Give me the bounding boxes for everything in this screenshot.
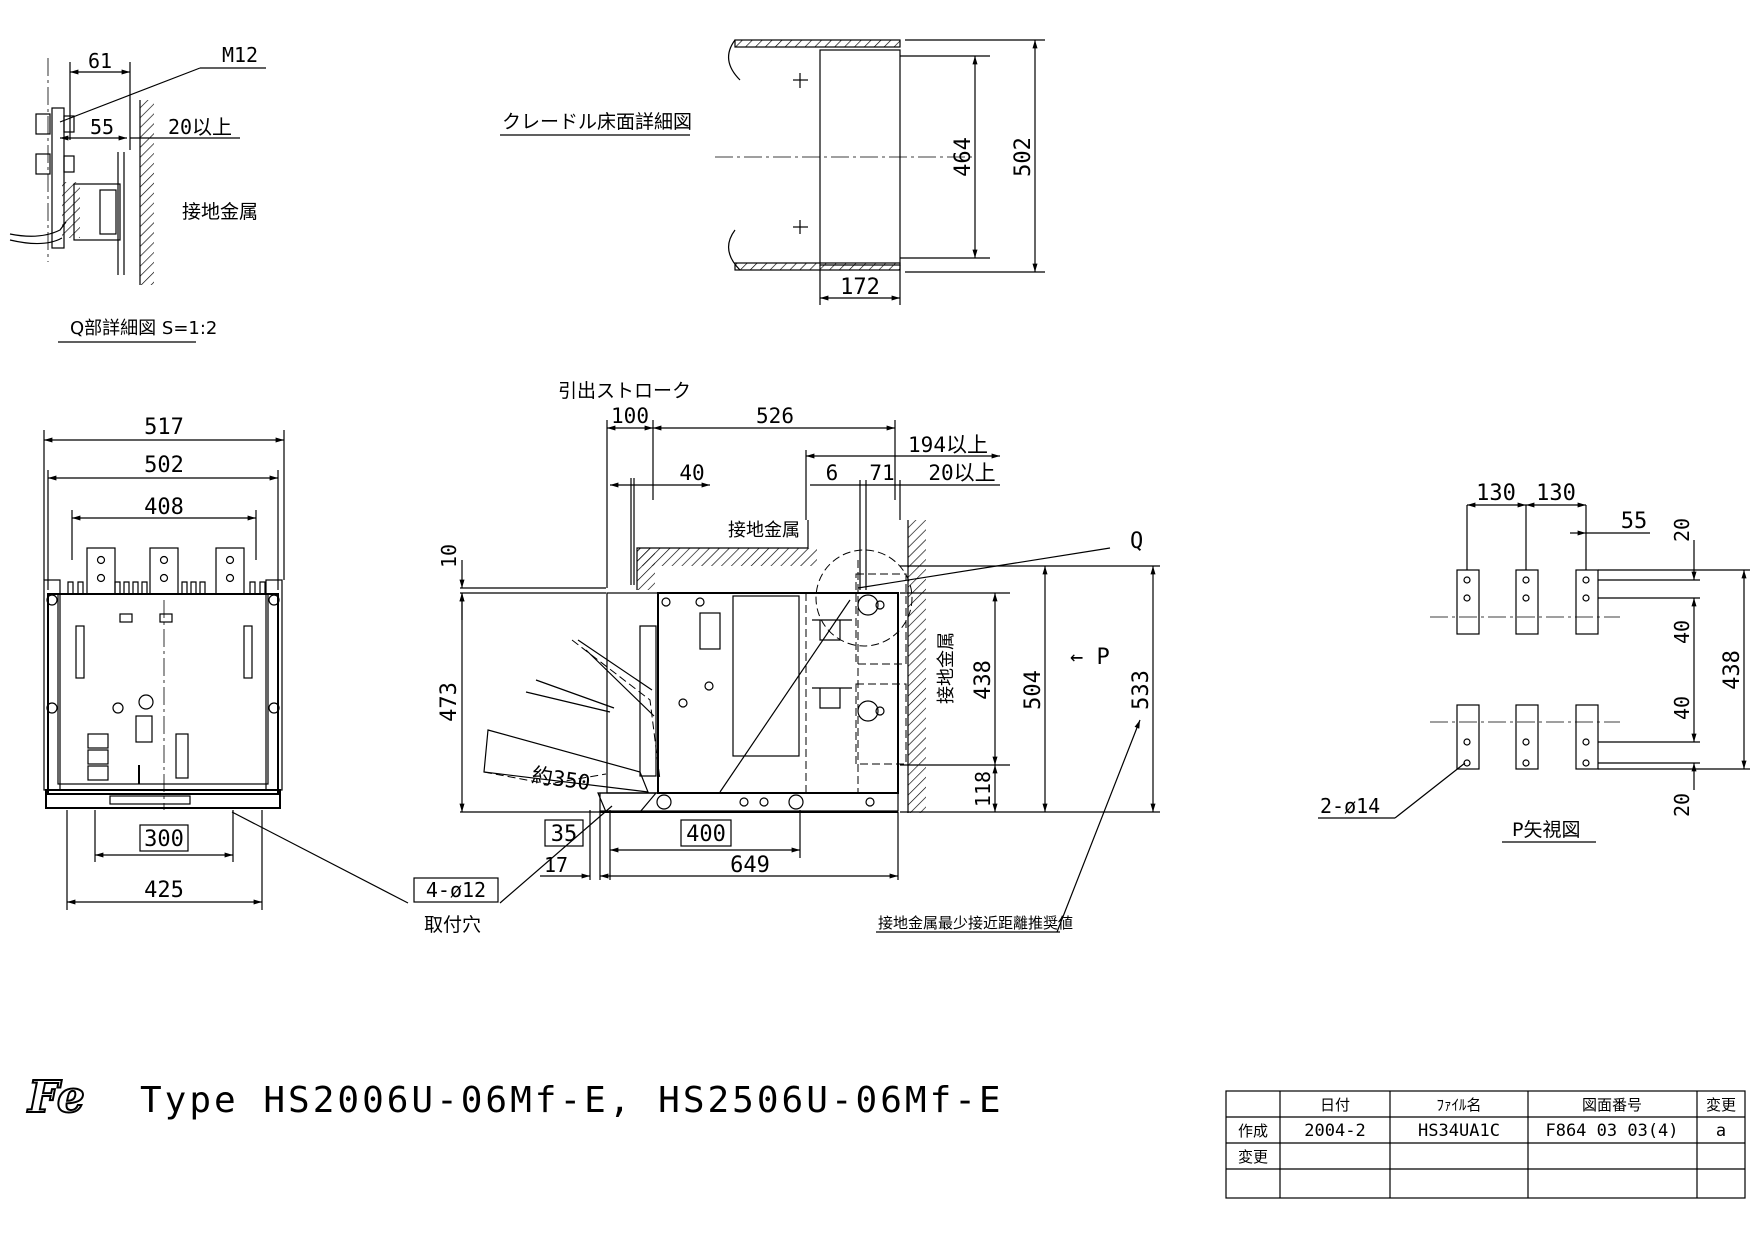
tb-created-rev: a <box>1716 1121 1726 1141</box>
mounting-holes: 4-ø12 <box>426 878 486 902</box>
side-dim-350: 約350 <box>530 763 592 795</box>
side-dim-118: 118 <box>971 771 995 807</box>
p-caption: P矢視図 <box>1512 819 1580 841</box>
mounting-label: 取付穴 <box>424 914 481 936</box>
p-dim-40-b: 40 <box>1670 696 1694 720</box>
p-holes: 2-ø14 <box>1320 794 1380 818</box>
fe-logo: Fe <box>26 1072 85 1123</box>
side-dim-438: 438 <box>971 660 996 700</box>
tb-header-date: 日付 <box>1320 1096 1350 1114</box>
front-dim-408: 408 <box>144 495 184 520</box>
side-dim-20: 20以上 <box>928 461 995 485</box>
side-dim-649: 649 <box>730 853 770 878</box>
ground-metal-top: 接地金属 <box>728 520 800 541</box>
title-block-table: 日付 ﾌｧｲﾙ名 図面番号 変更 作成 2004-2 HS34UA1C F864… <box>1225 1090 1746 1199</box>
tb-row-created: 作成 <box>1238 1122 1268 1140</box>
p-dim-55: 55 <box>1621 509 1648 534</box>
q-ground-metal: 接地金属 <box>182 201 258 223</box>
title-area: Fe Type HS2006U-06Mf-E, HS2506U-06Mf-E <box>25 1071 1004 1124</box>
side-dim-6: 6 <box>826 461 839 485</box>
q-detail-view: 61 55 M12 20以上 接地金属 Q部詳細図 S=1:2 <box>9 43 266 343</box>
p-arrow-label: ← P <box>1070 645 1110 670</box>
cradle-dim-464: 464 <box>951 137 976 177</box>
p-view: 130 130 55 20 40 40 20 <box>1318 481 1750 843</box>
q-clearance: 20以上 <box>168 115 232 139</box>
side-view: 引出ストローク 100 526 194以上 40 6 71 20以上 接地金属 … <box>437 380 1160 933</box>
side-dim-194: 194以上 <box>908 433 988 457</box>
cradle-dim-502: 502 <box>1011 137 1036 177</box>
cradle-dim-172: 172 <box>840 275 880 300</box>
mounting-hole-callout: 4-ø12 取付穴 <box>231 805 613 936</box>
side-dim-40: 40 <box>679 461 704 485</box>
front-dim-517: 517 <box>144 415 184 440</box>
p-dim-20-bot: 20 <box>1670 793 1694 817</box>
cradle-floor-view: クレードル床面詳細図 464 502 172 <box>500 39 1045 305</box>
q-dim-55: 55 <box>90 115 114 139</box>
side-dim-473: 473 <box>437 682 462 722</box>
tb-header-drawing-no: 図面番号 <box>1582 1096 1642 1114</box>
side-dim-10: 10 <box>437 544 461 568</box>
tb-header-file: ﾌｧｲﾙ名 <box>1436 1096 1481 1114</box>
p-dim-40-a: 40 <box>1670 620 1694 644</box>
ground-metal-side: 接地金属 <box>936 632 957 704</box>
tb-header-change: 変更 <box>1706 1096 1736 1114</box>
q-callout: Q <box>1130 529 1143 554</box>
side-dim-504: 504 <box>1021 670 1046 710</box>
tb-created-drawing-no: F864 03 03(4) <box>1545 1121 1678 1141</box>
side-dim-71: 71 <box>869 461 894 485</box>
front-dim-502: 502 <box>144 453 184 478</box>
front-view: 517 502 408 <box>43 415 285 910</box>
p-dim-130b: 130 <box>1536 481 1576 506</box>
stroke-label: 引出ストローク <box>558 380 691 402</box>
q-bolt-label: M12 <box>222 43 258 67</box>
tb-created-file: HS34UA1C <box>1418 1121 1500 1141</box>
side-dim-100: 100 <box>611 404 649 428</box>
recommend-note: 接地金属最少接近距離推奨値 <box>878 914 1073 932</box>
front-dim-300: 300 <box>144 827 184 852</box>
tb-created-date: 2004-2 <box>1304 1121 1365 1141</box>
tb-row-changed: 変更 <box>1238 1148 1268 1166</box>
p-dim-438: 438 <box>1720 650 1745 690</box>
side-dim-35: 35 <box>551 822 578 847</box>
side-dim-400: 400 <box>686 822 726 847</box>
side-dim-17: 17 <box>544 853 568 877</box>
p-dim-130a: 130 <box>1476 481 1516 506</box>
q-dim-61: 61 <box>88 49 112 73</box>
cradle-caption: クレードル床面詳細図 <box>502 111 692 133</box>
side-dim-533: 533 <box>1129 670 1154 710</box>
q-caption: Q部詳細図 S=1:2 <box>70 318 217 339</box>
p-dim-20-top: 20 <box>1670 518 1694 542</box>
side-dim-526: 526 <box>756 404 794 428</box>
front-dim-425: 425 <box>144 878 184 903</box>
drawing-title: Type HS2006U-06Mf-E, HS2506U-06Mf-E <box>140 1080 1004 1121</box>
